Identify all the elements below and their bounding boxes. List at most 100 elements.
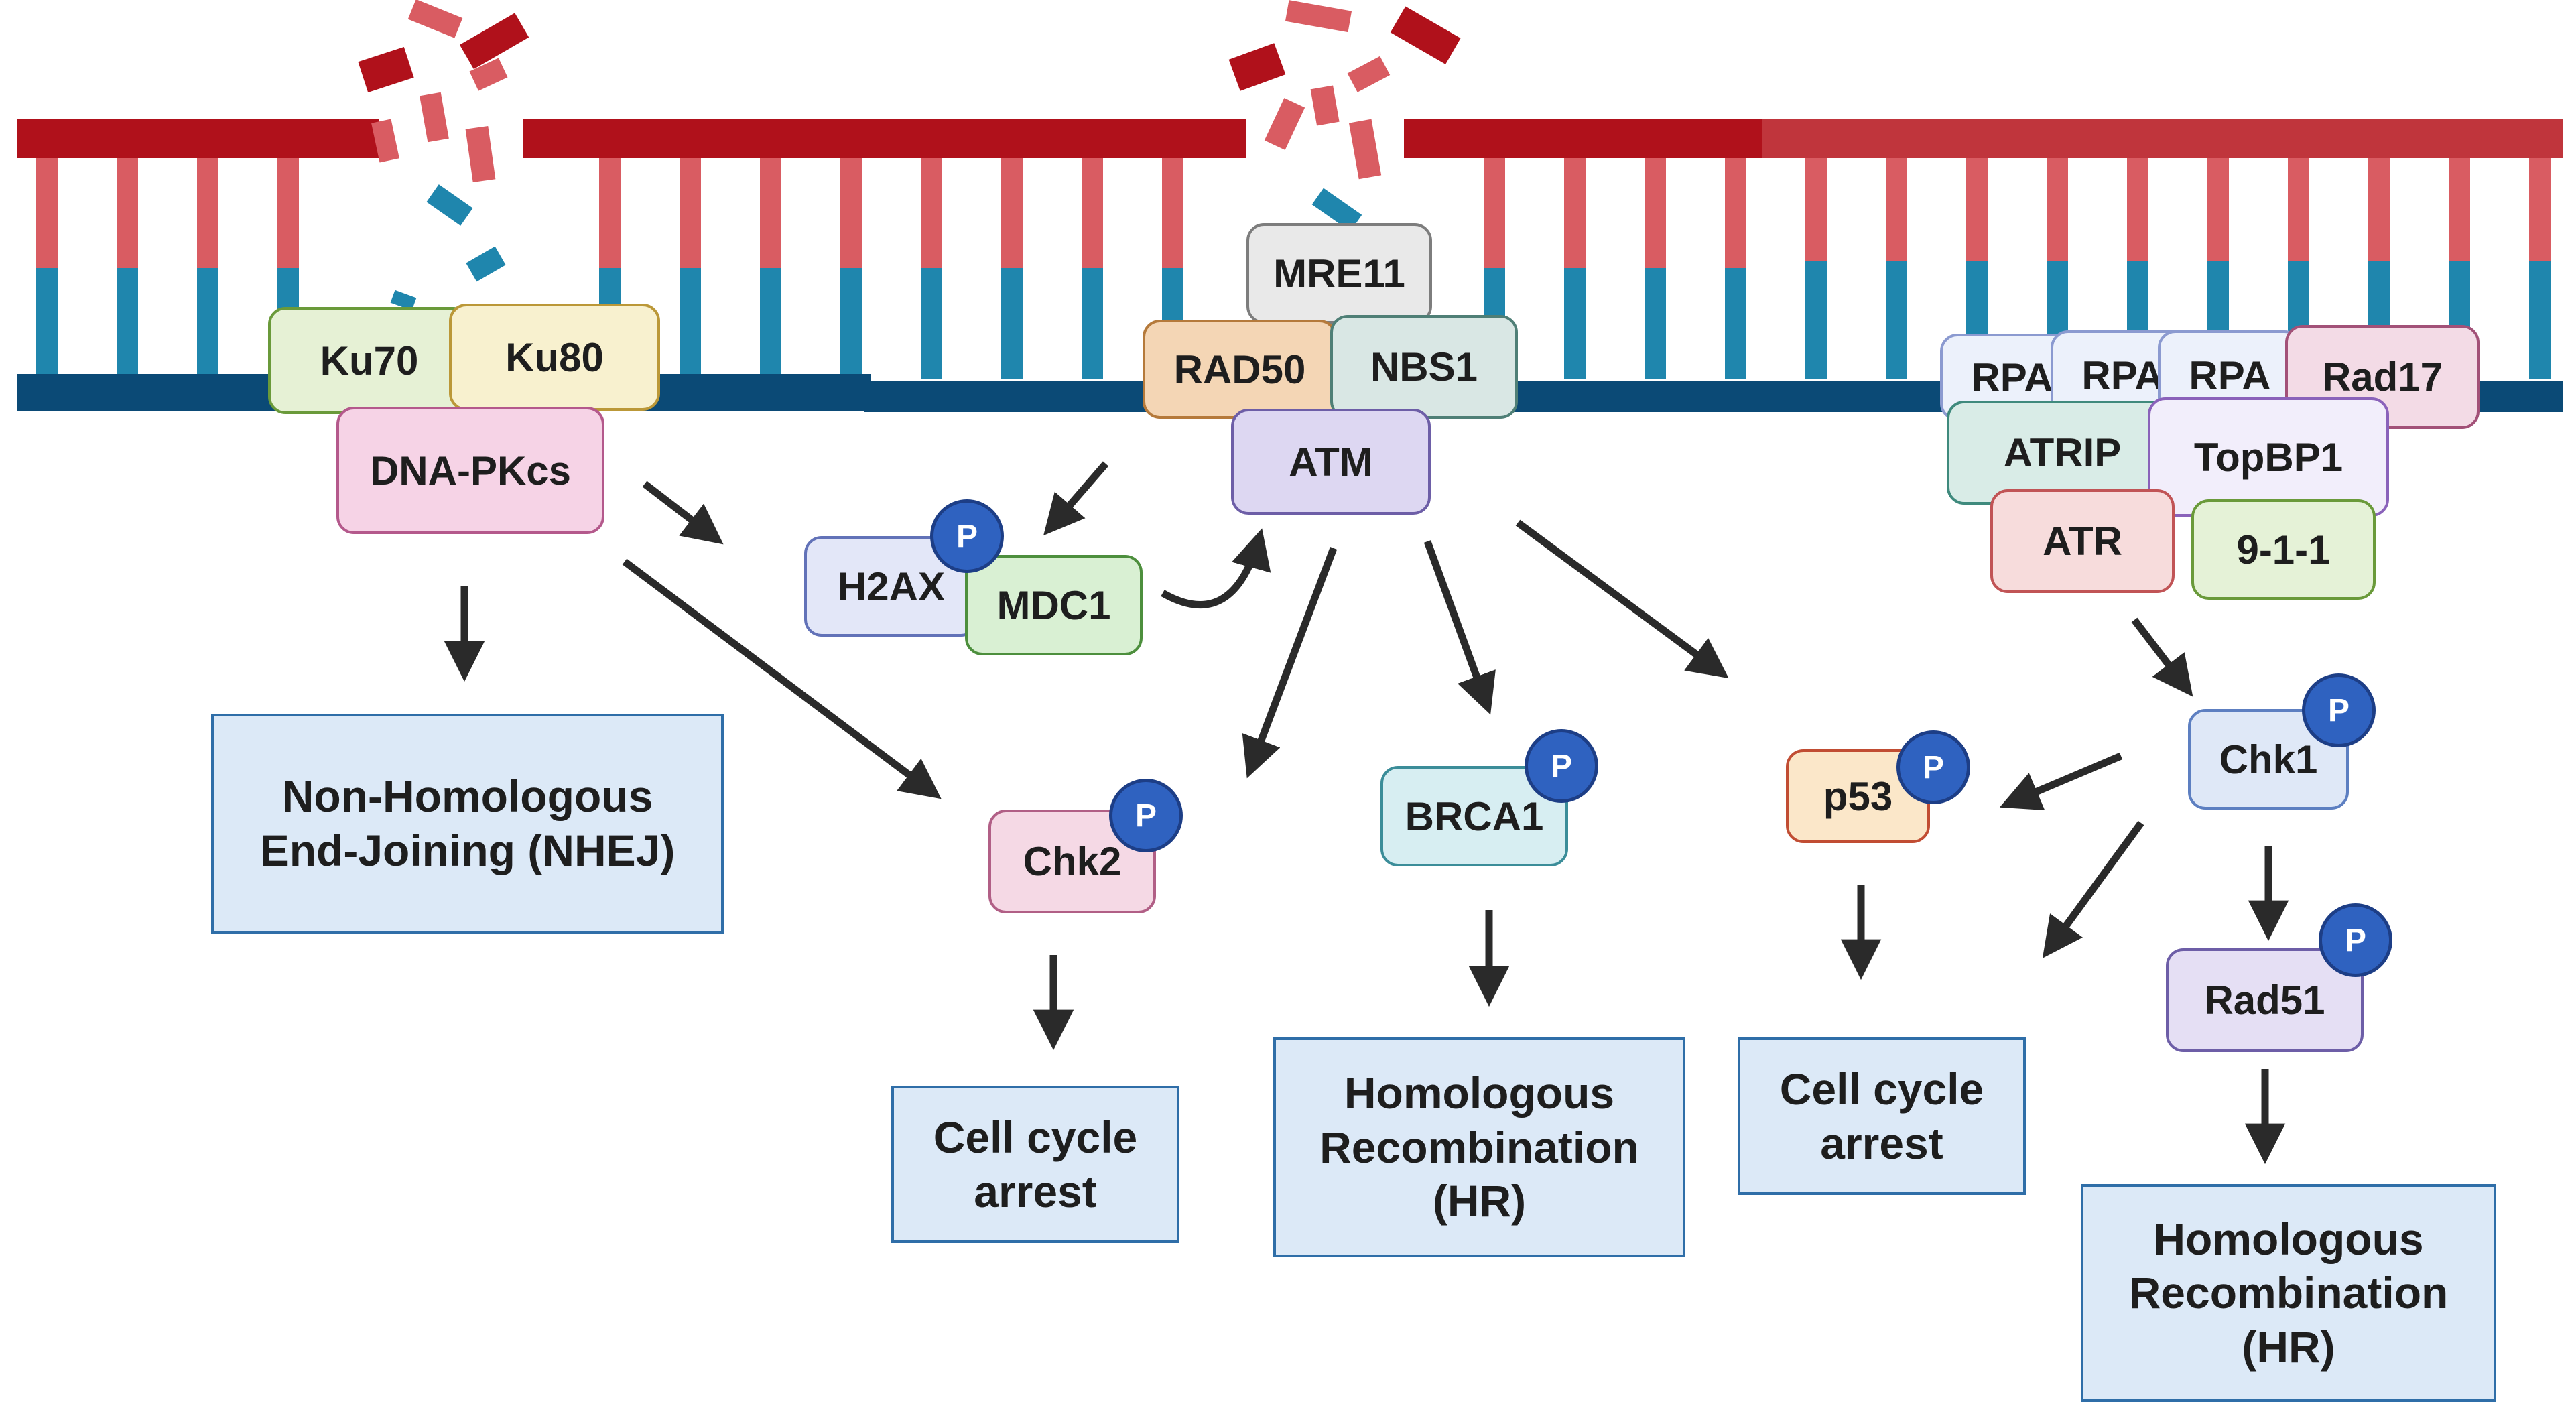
dna-fragment bbox=[1228, 43, 1286, 91]
dna-fragment bbox=[407, 0, 463, 38]
base-pair-bottom bbox=[921, 268, 942, 379]
base-pair-top bbox=[1645, 154, 1666, 268]
dna-fragment bbox=[1347, 56, 1391, 92]
base-pair-top bbox=[197, 154, 218, 268]
base-pair-bottom bbox=[1001, 268, 1023, 379]
dna-pkcs-protein: DNA-PKcs bbox=[336, 407, 604, 534]
nbs1-protein: NBS1 bbox=[1330, 315, 1518, 419]
base-pair-top bbox=[1805, 154, 1827, 261]
base-pair-top bbox=[2207, 154, 2229, 261]
base-pair-bottom bbox=[36, 268, 58, 379]
arrow-chk1-to-p53 bbox=[1999, 752, 2123, 810]
chk2-protein: Chk2 bbox=[988, 810, 1156, 913]
dna-strand-top bbox=[17, 119, 2563, 158]
phospho-badge-rad51: P bbox=[2319, 903, 2392, 977]
base-pair-bottom bbox=[197, 268, 218, 379]
dna-fragment bbox=[1264, 98, 1305, 150]
arrow-atm-to-mdc1 bbox=[1043, 461, 1109, 536]
dna-fragment bbox=[371, 119, 399, 163]
phospho-badge-chk1: P bbox=[2302, 673, 2376, 747]
mdc1-protein: MDC1 bbox=[965, 555, 1143, 655]
base-pair-top bbox=[2288, 154, 2309, 261]
base-pair-bottom bbox=[1564, 268, 1586, 379]
atr-protein: ATR bbox=[1990, 489, 2175, 593]
dna-fragment bbox=[459, 13, 529, 70]
dna-fragment bbox=[1311, 188, 1362, 232]
base-pair-top bbox=[1162, 154, 1183, 268]
base-pair-top bbox=[599, 154, 621, 268]
arrow-dnapkcs-to-h2ax bbox=[642, 480, 724, 545]
dna-fragment bbox=[469, 58, 508, 91]
arrow-atm-to-brca1 bbox=[1423, 540, 1496, 715]
base-pair-top bbox=[760, 154, 781, 268]
base-pair-bottom bbox=[1805, 261, 1827, 379]
base-pair-top bbox=[2127, 154, 2148, 261]
outcome-nhej: Non-Homologous End-Joining (NHEJ) bbox=[211, 714, 724, 934]
dna-fragment bbox=[1390, 6, 1461, 64]
base-pair-top bbox=[1725, 154, 1746, 268]
base-pair-top bbox=[680, 154, 701, 268]
chk1-protein: Chk1 bbox=[2188, 709, 2349, 810]
atm-protein: ATM bbox=[1231, 409, 1431, 515]
top-strand-segment-right-a bbox=[1404, 119, 1762, 158]
arrow-atr-to-chk1 bbox=[2131, 617, 2193, 697]
top-strand-segment-left bbox=[17, 119, 379, 158]
arrow-atm-to-p53 bbox=[1515, 519, 1729, 679]
ku70-protein: Ku70 bbox=[268, 307, 470, 414]
dna-fragment bbox=[358, 47, 414, 92]
dna-break-fragments-middle bbox=[1228, 0, 1461, 232]
nine-one-one-complex: 9-1-1 bbox=[2191, 499, 2376, 600]
outcome-homologous-recombination-2: Homologous Recombination (HR) bbox=[2081, 1184, 2496, 1402]
base-pair-bottom bbox=[1725, 268, 1746, 379]
dna-fragment bbox=[1285, 0, 1352, 33]
base-pair-top bbox=[2368, 154, 2390, 261]
dna-fragment bbox=[466, 246, 506, 282]
arrow-mdc1-to-atm-feedback bbox=[1161, 528, 1271, 608]
dna-fragment bbox=[420, 92, 449, 143]
outcome-cell-cycle-arrest-1: Cell cycle arrest bbox=[891, 1086, 1179, 1243]
rad50-protein: RAD50 bbox=[1143, 320, 1337, 419]
base-pair-top bbox=[1886, 154, 1907, 261]
base-pair-bottom bbox=[1645, 268, 1666, 379]
base-pair-top bbox=[2449, 154, 2470, 261]
dna-fragment bbox=[426, 184, 473, 226]
mre11-protein: MRE11 bbox=[1246, 223, 1432, 324]
base-pair-top bbox=[840, 154, 862, 268]
base-pair-bottom bbox=[117, 268, 138, 379]
arrow-chk1-to-arrest bbox=[2042, 820, 2144, 958]
dna-fragment bbox=[1348, 119, 1382, 180]
base-pair-top bbox=[1966, 154, 1988, 261]
base-pair-top bbox=[2529, 154, 2551, 261]
base-pair-bottom bbox=[760, 268, 781, 379]
base-pair-top bbox=[277, 154, 299, 268]
base-pair-top bbox=[117, 154, 138, 268]
base-pair-bottom bbox=[680, 268, 701, 379]
base-pair-top bbox=[921, 154, 942, 268]
dna-break-fragments-left bbox=[358, 0, 529, 311]
arrow-atm-to-chk2 bbox=[1242, 547, 1338, 779]
phospho-badge-brca1: P bbox=[1525, 729, 1598, 803]
base-pair-top bbox=[1001, 154, 1023, 268]
base-pair-top bbox=[2047, 154, 2068, 261]
base-pair-top bbox=[1564, 154, 1586, 268]
top-strand-segment-right-b bbox=[1762, 119, 2563, 158]
base-pair-bottom bbox=[1082, 268, 1103, 379]
outcome-homologous-recombination-1: Homologous Recombination (HR) bbox=[1273, 1037, 1685, 1257]
arrow-dnapkcs-to-chk2 bbox=[622, 558, 942, 799]
base-pair-bottom bbox=[2529, 261, 2551, 379]
dna-fragment bbox=[465, 126, 496, 182]
top-strand-segment-middle bbox=[523, 119, 1246, 158]
base-pair-top bbox=[1082, 154, 1103, 268]
ku80-protein: Ku80 bbox=[449, 304, 660, 411]
base-pair-top bbox=[36, 154, 58, 268]
base-pair-top bbox=[1484, 154, 1505, 268]
dna-fragment bbox=[1310, 85, 1340, 126]
base-pair-bottom bbox=[840, 268, 862, 379]
phospho-badge-p53: P bbox=[1896, 730, 1970, 804]
phospho-badge-h2ax: P bbox=[930, 499, 1004, 573]
outcome-cell-cycle-arrest-2: Cell cycle arrest bbox=[1738, 1037, 2026, 1195]
phospho-badge-chk2: P bbox=[1109, 779, 1183, 852]
base-pair-bottom bbox=[1886, 261, 1907, 379]
